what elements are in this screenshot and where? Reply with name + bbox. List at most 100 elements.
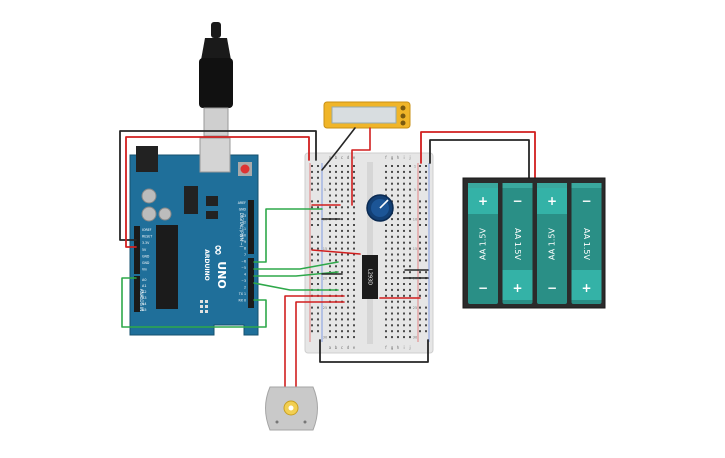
breadboard-hole <box>403 306 405 309</box>
breadboard-row-number: 15 <box>413 247 417 251</box>
breadboard-hole <box>353 312 355 315</box>
rail-hole <box>311 318 313 321</box>
dc-motor[interactable] <box>265 386 318 431</box>
usb-plug-body <box>199 58 233 108</box>
breadboard-hole <box>391 306 393 309</box>
breadboard-hole <box>347 165 349 167</box>
capacitor-2 <box>141 206 157 222</box>
breadboard-hole <box>353 277 355 280</box>
battery-cell-bottom-sign: + <box>581 281 591 295</box>
breadboard-hole <box>391 283 393 285</box>
breadboard-hole <box>329 318 331 321</box>
rail-hole <box>425 206 427 209</box>
breadboard-hole <box>347 188 349 191</box>
power-pin-label: GND <box>142 254 150 258</box>
breadboard-hole <box>403 324 405 327</box>
breadboard-hole <box>403 271 405 274</box>
breadboard-hole <box>341 318 343 321</box>
rail-hole <box>311 277 313 280</box>
breadboard-hole <box>403 224 405 226</box>
breadboard-hole <box>409 188 411 191</box>
power-header <box>134 226 140 274</box>
breadboard-hole <box>397 188 399 191</box>
breadboard-hole <box>403 200 405 203</box>
digital-pin-label: AREF <box>238 201 246 205</box>
breadboard-hole <box>409 165 411 167</box>
breadboard-hole <box>409 247 411 250</box>
reset-button-cap[interactable] <box>240 164 250 174</box>
breadboard-hole <box>397 229 399 232</box>
breadboard-hole <box>403 288 405 291</box>
rail-hole <box>419 200 421 203</box>
breadboard-hole <box>397 271 399 274</box>
rail-hole <box>311 224 313 226</box>
rail-hole <box>317 176 319 179</box>
rail-hole <box>317 218 319 221</box>
battery-cell-bottom-sign: + <box>512 281 522 295</box>
breadboard-hole <box>409 182 411 185</box>
breadboard-hole <box>341 253 343 256</box>
breadboard-hole <box>397 212 399 215</box>
l293d-ic[interactable]: L293D <box>362 255 378 299</box>
breadboard-hole <box>385 224 387 226</box>
lcd-screen <box>331 106 397 124</box>
potentiometer[interactable] <box>366 194 394 222</box>
breadboard-hole <box>391 182 393 185</box>
breadboard-hole <box>341 165 343 167</box>
breadboard-hole <box>385 300 387 303</box>
breadboard-hole <box>391 318 393 321</box>
breadboard-hole <box>403 212 405 215</box>
breadboard-hole <box>335 277 337 280</box>
wire-green-2 <box>253 261 339 270</box>
rail-hole <box>317 253 319 256</box>
battery-cell-label: AA 1.5V <box>479 228 488 260</box>
breadboard-hole <box>335 165 337 167</box>
breadboard-hole <box>341 330 343 333</box>
breadboard-hole <box>385 271 387 274</box>
breadboard-hole <box>353 283 355 285</box>
breadboard-column-letter: h <box>397 345 400 350</box>
icsp-header <box>200 300 208 313</box>
breadboard-hole <box>341 241 343 244</box>
digital-pin-label: 4 <box>244 273 246 277</box>
breadboard-hole <box>409 265 411 268</box>
breadboard-hole <box>335 312 337 315</box>
breadboard-hole <box>397 324 399 327</box>
breadboard-hole <box>409 306 411 309</box>
battery-cell-bottom-sign: − <box>478 281 488 295</box>
breadboard-hole <box>391 259 393 262</box>
breadboard-hole <box>391 229 393 232</box>
arduino-brand-label: ARDUINO <box>203 249 210 280</box>
battery-cell-cap <box>502 183 533 188</box>
breadboard-hole <box>335 235 337 238</box>
breadboard-hole <box>397 165 399 167</box>
battery-pack[interactable]: +−AA 1.5V−+AA 1.5V+−AA 1.5V−+AA 1.5V <box>462 177 606 309</box>
lcd-module[interactable] <box>323 101 411 129</box>
breadboard-row-number: 30 <box>413 336 417 340</box>
rail-hole <box>425 288 427 291</box>
breadboard-hole <box>403 247 405 250</box>
breadboard-hole <box>353 165 355 167</box>
breadboard-hole <box>385 176 387 179</box>
motor-screw-1 <box>275 420 279 424</box>
arduino-uno-board[interactable]: ∞ UNO ARDUINO DIGITAL (PWM ~) ANALOG IN … <box>129 137 259 336</box>
rail-hole <box>425 224 427 226</box>
rail-hole <box>317 241 319 244</box>
rail-hole <box>317 170 319 173</box>
breadboard-hole <box>353 170 355 173</box>
breadboard-hole <box>353 318 355 321</box>
breadboard-hole <box>347 324 349 327</box>
rail-hole <box>317 271 319 274</box>
breadboard-hole <box>353 294 355 297</box>
rail-hole <box>425 176 427 179</box>
breadboard-hole <box>353 306 355 309</box>
rail-hole <box>419 283 421 285</box>
digital-pin-label: ~6 <box>241 260 246 264</box>
breadboard-hole <box>341 288 343 291</box>
breadboard-hole <box>347 194 349 197</box>
breadboard-hole <box>341 259 343 262</box>
breadboard-hole <box>329 253 331 256</box>
usb-cable <box>199 22 233 137</box>
